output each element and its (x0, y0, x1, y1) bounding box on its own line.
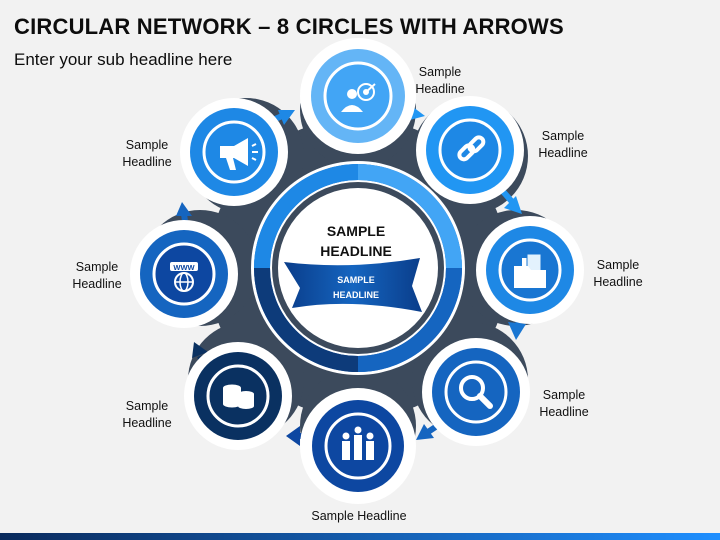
label-upper-right: Sample Headline (538, 129, 588, 160)
label-bottom: Sample Headline (311, 509, 407, 523)
page-subtitle: Enter your sub headline here (14, 50, 233, 69)
www-globe-icon: WWW (170, 262, 198, 292)
label-top: Sample Headline (415, 65, 465, 96)
megaphone-icon (220, 138, 258, 170)
ribbon-text-line2: HEADLINE (333, 290, 379, 300)
user-target-icon (341, 83, 376, 112)
center-headline-line2: HEADLINE (320, 243, 392, 259)
team-chart-icon (342, 426, 374, 460)
folder-documents-icon (514, 253, 546, 288)
node-lower-right (422, 338, 530, 446)
label-right: Sample Headline (593, 258, 643, 289)
label-lower-right: Sample Headline (539, 388, 589, 419)
label-upper-left: Sample Headline (122, 138, 172, 169)
label-lower-left: Sample Headline (122, 399, 172, 430)
ribbon-text-line1: SAMPLE (337, 275, 375, 285)
label-left: Sample Headline (72, 260, 122, 291)
magnifier-icon (459, 375, 493, 409)
bottom-accent-bar (0, 533, 720, 540)
center-ribbon (284, 258, 422, 312)
svg-text:WWW: WWW (173, 263, 195, 272)
center-headline-line1: SAMPLE (327, 223, 385, 239)
coins-icon (223, 384, 254, 409)
link-icon (457, 135, 486, 162)
page-title: CIRCULAR NETWORK – 8 CIRCLES WITH ARROWS (14, 14, 564, 39)
